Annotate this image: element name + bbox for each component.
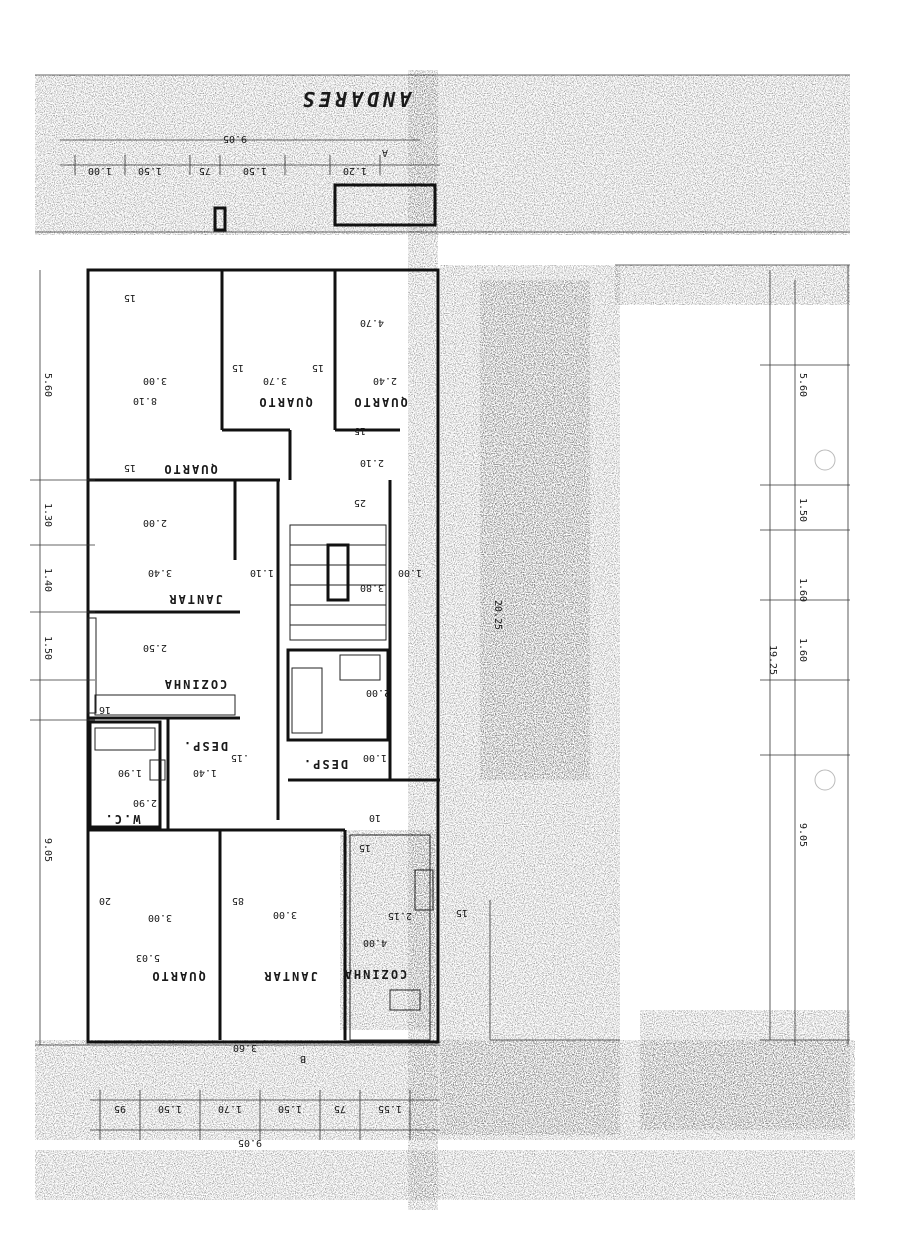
left-dimension-chain [30, 270, 95, 1045]
center-total-dim: 20.25 [492, 600, 503, 630]
misc-dim-3: 15 [124, 462, 136, 473]
room-quarto-top-mid: QUARTO [257, 395, 312, 409]
misc-dim-4: 15 [354, 425, 366, 436]
bottom-dim-5: 1.55 [378, 1103, 402, 1114]
room-cozinha-lower: COZINHA [343, 967, 408, 981]
bottom-dims-text: 95 1.50 1.70 1.50 75 1.55 9.05 B [114, 1053, 402, 1148]
room-jantar-lower: JANTAR [262, 969, 317, 983]
misc-dim-18: 15 [456, 907, 468, 918]
misc-dim-13: 3.80 [360, 582, 384, 593]
dim-quarto-b-h: 5.03 [136, 952, 160, 963]
street-name: ANDARES [299, 87, 413, 111]
room-quarto-top-left: QUARTO [162, 462, 217, 476]
top-dim-3: 75 [199, 165, 211, 176]
misc-dim-8: 20 [99, 895, 111, 906]
top-dim-1: 1.00 [88, 165, 112, 176]
scan-noise [35, 70, 855, 1210]
room-desp-left: DESP. [182, 739, 228, 753]
misc-dim-6: 10 [369, 812, 381, 823]
top-dim-5: 1.20 [343, 165, 367, 176]
dim-desp-left: 1.40 [193, 767, 217, 778]
top-overall-dim: 9.05 [223, 133, 247, 144]
dim-jantar-low: 3.00 [273, 909, 297, 920]
section-marker-b: B [300, 1053, 306, 1064]
dim-cozinha-up: 2.50 [143, 642, 167, 653]
dim-quarto-b-w: 3.00 [148, 912, 172, 923]
dim-quarto-tl-h: 8.10 [133, 395, 157, 406]
room-labels: QUARTO 3.00 8.10 QUARTO 3.70 QUARTO 2.40… [104, 317, 413, 983]
top-dim-4: 1.50 [243, 165, 267, 176]
bottom-dim-0: 95 [114, 1103, 126, 1114]
misc-dim-5: 25 [354, 497, 366, 508]
section-marker-a: A [382, 147, 388, 158]
misc-dim-12: 1.00 [398, 567, 422, 578]
misc-dim-14: 2.10 [360, 457, 384, 468]
bottom-dim-1: 1.50 [158, 1103, 182, 1114]
dim-wc-h: 2.90 [133, 797, 157, 808]
plan-walls [86, 268, 440, 1044]
right-total-dim: 19.25 [767, 645, 778, 675]
misc-dims: 15 15 15 15 15 25 10 16 20 85 .15 1.10 1… [99, 292, 468, 1053]
bottom-dim-4: 75 [334, 1103, 346, 1114]
misc-dim-7: 16 [99, 704, 111, 715]
right-dimension-frame [489, 264, 850, 1045]
right-dim-4: 9.05 [797, 823, 808, 847]
right-dim-0: 5.60 [797, 373, 808, 397]
left-dim-1: 1.30 [42, 503, 53, 527]
dim-desp-right: 2.00 [366, 687, 390, 698]
misc-dim-10: .15 [231, 752, 249, 763]
room-wc: W.C. [104, 812, 141, 826]
dim-quarto-tr-w: 2.40 [373, 375, 397, 386]
dim-quarto-tl-w: 3.00 [143, 375, 167, 386]
room-quarto-top-right: QUARTO [352, 395, 407, 409]
dim-jantar-up-h: 2.00 [143, 517, 167, 528]
dim-cozinha-low-h: 2.15 [388, 910, 412, 921]
right-dim-1: 1.50 [797, 498, 808, 522]
right-dim-3: 1.60 [797, 638, 808, 662]
misc-dim-16: 3.60 [233, 1042, 257, 1053]
left-dims-text: 5.60 1.30 1.40 1.50 9.05 [42, 373, 53, 862]
punch-holes [814, 449, 836, 791]
misc-dim-15: 1.00 [363, 752, 387, 763]
misc-dim-17: 15 [359, 842, 371, 853]
misc-dim-11: 1.10 [250, 567, 274, 578]
top-dim-2: 1.50 [138, 165, 162, 176]
room-jantar-upper: JANTAR [167, 592, 222, 606]
left-dim-3: 1.50 [42, 636, 53, 660]
dim-cozinha-low-w: 4.00 [363, 937, 387, 948]
bottom-overall-dim: 9.05 [238, 1137, 262, 1148]
street-label-group: ANDARES [299, 87, 413, 111]
dim-quarto-tr-h: 4.70 [360, 317, 384, 328]
dim-jantar-up-w: 3.40 [148, 567, 172, 578]
top-dims-text: 9.05 1.00 1.50 75 1.50 1.20 A [88, 133, 388, 176]
left-dim-4: 9.05 [42, 838, 53, 862]
room-quarto-bottom: QUARTO [150, 969, 205, 983]
room-desp-right: DESP. [302, 757, 348, 771]
top-dimension-chain [60, 139, 440, 175]
top-strip [35, 74, 850, 233]
dim-wc-w: 1.90 [118, 767, 142, 778]
misc-dim-2: 15 [312, 362, 324, 373]
dim-quarto-tm: 3.70 [263, 375, 287, 386]
bottom-dim-2: 1.70 [218, 1103, 242, 1114]
bottom-dimension-chain [35, 1044, 440, 1140]
misc-dim-9: 85 [232, 895, 244, 906]
misc-dim-1: 15 [232, 362, 244, 373]
left-dim-0: 5.60 [42, 373, 53, 397]
bottom-dim-3: 1.50 [278, 1103, 302, 1114]
left-dim-2: 1.40 [42, 568, 53, 592]
misc-dim-0: 15 [124, 292, 136, 303]
right-dims-text: 5.60 1.50 1.60 1.60 9.05 19.25 20.25 [492, 373, 808, 847]
right-dim-2: 1.60 [797, 578, 808, 602]
room-cozinha-upper: COZINHA [163, 677, 228, 691]
